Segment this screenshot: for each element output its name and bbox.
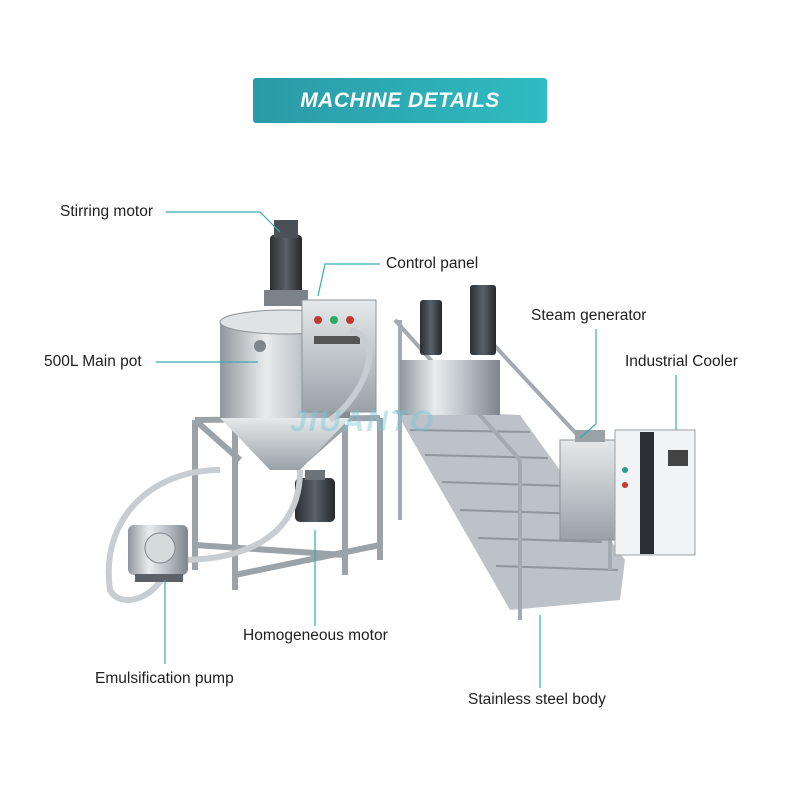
label-homogeneous-motor: Homogeneous motor: [243, 627, 388, 644]
label-stainless-steel-body: Stainless steel body: [468, 691, 606, 708]
homogeneous-motor-shape: [295, 470, 335, 522]
stirring-motor-shape: [264, 220, 308, 306]
title-banner: MACHINE DETAILS: [253, 78, 547, 123]
leader-lines: [156, 211, 677, 688]
label-emulsification-pump: Emulsification pump: [95, 670, 234, 687]
label-main-pot: 500L Main pot: [44, 353, 142, 370]
steam-generator-shape: [559, 430, 621, 541]
industrial-cooler-shape: [614, 429, 696, 556]
emulsification-pump-shape: [128, 525, 188, 582]
page-title: MACHINE DETAILS: [300, 88, 500, 112]
control-box-shape: [301, 299, 377, 413]
brand-watermark: JIUANTO: [290, 405, 436, 438]
label-stirring-motor: Stirring motor: [60, 203, 154, 220]
platform-tanks: [400, 285, 500, 415]
label-industrial-cooler: Industrial Cooler: [625, 353, 738, 370]
hoses: [105, 327, 373, 603]
label-steam-generator: Steam generator: [531, 307, 647, 324]
label-control-panel: Control panel: [386, 255, 479, 272]
